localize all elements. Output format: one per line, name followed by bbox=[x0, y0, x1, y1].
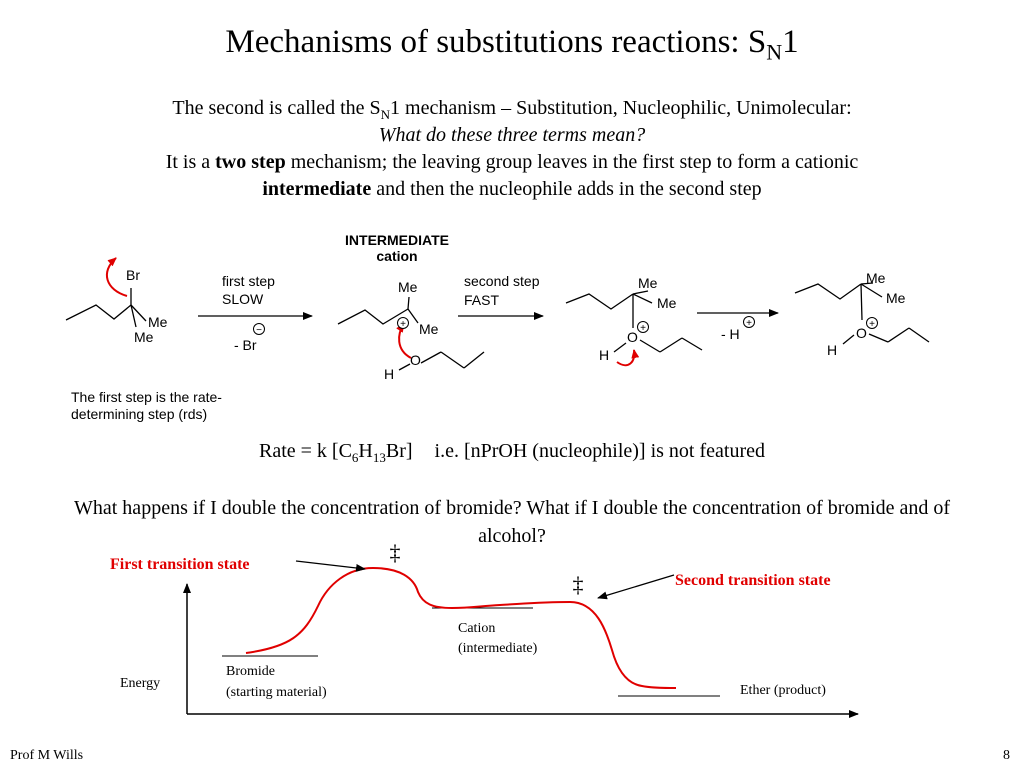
charge-sign: + bbox=[746, 318, 752, 329]
intro-bold: intermediate bbox=[262, 178, 372, 200]
intro-line-1: The second is called the SN1 mechanism –… bbox=[60, 94, 964, 129]
molecule-ether bbox=[794, 282, 930, 345]
bromine-label: Br bbox=[126, 267, 140, 283]
ether-label: Ether (product) bbox=[740, 683, 826, 698]
intermediate-title: INTERMEDIATE bbox=[345, 232, 449, 248]
oxygen-label: O bbox=[856, 325, 867, 341]
intro-text: and then the nucleophile adds in the sec… bbox=[371, 178, 762, 200]
charge-sign: + bbox=[869, 319, 875, 330]
first-ts-pointer bbox=[295, 560, 366, 572]
title-main: Mechanisms of substitutions reactions: S bbox=[225, 24, 767, 60]
molecule-oxonium bbox=[565, 290, 703, 353]
plus-charge-icon bbox=[397, 317, 409, 329]
minus-charge-icon bbox=[253, 323, 265, 335]
minus-br-label: - Br bbox=[234, 337, 257, 353]
double-dagger-icon: ‡ bbox=[573, 572, 584, 597]
rds-note-line1: The first step is the rate- bbox=[71, 389, 222, 405]
intro-subscript: N bbox=[380, 107, 391, 122]
methyl-label: Me bbox=[657, 295, 677, 311]
intermediate-subtitle: cation bbox=[376, 248, 417, 264]
energy-diagram: First transition state Second transition… bbox=[110, 540, 859, 718]
intro-line-2: What do these three terms mean? bbox=[378, 124, 646, 146]
first-ts-label: First transition state bbox=[110, 556, 250, 573]
intro-text: The second is called the S bbox=[172, 97, 381, 119]
slide-title: Mechanisms of substitutions reactions: S… bbox=[0, 24, 1024, 66]
footer-author: Prof M Wills bbox=[10, 748, 84, 763]
intro-bold: two step bbox=[215, 151, 286, 173]
plus-charge-icon bbox=[866, 317, 878, 329]
page-number: 8 bbox=[1003, 748, 1010, 763]
intro-text: 1 mechanism – Substitution, Nucleophilic… bbox=[390, 97, 852, 119]
oxygen-label: O bbox=[627, 329, 638, 345]
intro-text: mechanism; the leaving group leaves in t… bbox=[285, 151, 859, 173]
rate-subscript: 13 bbox=[372, 450, 386, 465]
methyl-label: Me bbox=[419, 321, 439, 337]
title-end: 1 bbox=[782, 24, 799, 60]
methyl-label: Me bbox=[134, 329, 154, 345]
rate-note: i.e. [nPrOH (nucleophile)] is not featur… bbox=[434, 440, 765, 462]
charge-sign: + bbox=[640, 323, 646, 334]
methyl-label: Me bbox=[886, 290, 906, 306]
energy-profile-curve bbox=[245, 566, 677, 689]
bromide-label: Bromide bbox=[226, 664, 275, 679]
energy-axis-label: Energy bbox=[120, 676, 160, 691]
methyl-label: Me bbox=[866, 270, 886, 286]
oxygen-label: O bbox=[410, 352, 421, 368]
intro-line-3: It is a two step mechanism; the leaving … bbox=[60, 148, 964, 176]
second-ts-label: Second transition state bbox=[675, 572, 831, 589]
methyl-label: Me bbox=[398, 279, 418, 295]
curly-arrow-deprotonation bbox=[616, 349, 640, 367]
hydrogen-label: H bbox=[827, 342, 837, 358]
rate-subscript: 6 bbox=[351, 450, 359, 465]
step1-label: first step bbox=[222, 273, 275, 289]
rate-equation: Rate = k [C6H13Br] i.e. [nPrOH (nucleophi… bbox=[0, 440, 1024, 466]
rate-text: H bbox=[358, 440, 373, 462]
hydrogen-label: H bbox=[384, 366, 394, 382]
minus-h-label: - H bbox=[721, 326, 740, 342]
step2-label: second step bbox=[464, 273, 540, 289]
rds-note-line2: determining step (rds) bbox=[71, 406, 207, 422]
question-text: What happens if I double the concentrati… bbox=[74, 497, 950, 547]
plus-charge-icon bbox=[637, 321, 649, 333]
methyl-label: Me bbox=[148, 314, 168, 330]
title-subscript: N bbox=[766, 39, 783, 65]
curly-arrow-leaving-group bbox=[105, 257, 128, 297]
methyl-label: Me bbox=[638, 275, 658, 291]
bromide-sublabel: (starting material) bbox=[226, 685, 327, 700]
cation-sublabel: (intermediate) bbox=[458, 641, 538, 656]
cation-label: Cation bbox=[458, 621, 495, 636]
charge-sign: + bbox=[400, 319, 406, 330]
step1-speed: SLOW bbox=[222, 291, 264, 307]
intro-line-4: intermediate and then the nucleophile ad… bbox=[60, 175, 964, 203]
rate-text: Rate = k [C bbox=[258, 440, 352, 462]
molecule-cation bbox=[337, 296, 485, 371]
intro-text: It is a bbox=[165, 151, 216, 173]
plus-charge-icon bbox=[743, 316, 755, 328]
charge-sign: − bbox=[256, 325, 262, 336]
double-dagger-icon: ‡ bbox=[390, 540, 401, 565]
molecule-bromide bbox=[65, 288, 147, 328]
rate-text: Br] bbox=[385, 440, 413, 462]
hydrogen-label: H bbox=[599, 347, 609, 363]
second-ts-pointer bbox=[597, 574, 675, 600]
step2-speed: FAST bbox=[464, 292, 499, 308]
